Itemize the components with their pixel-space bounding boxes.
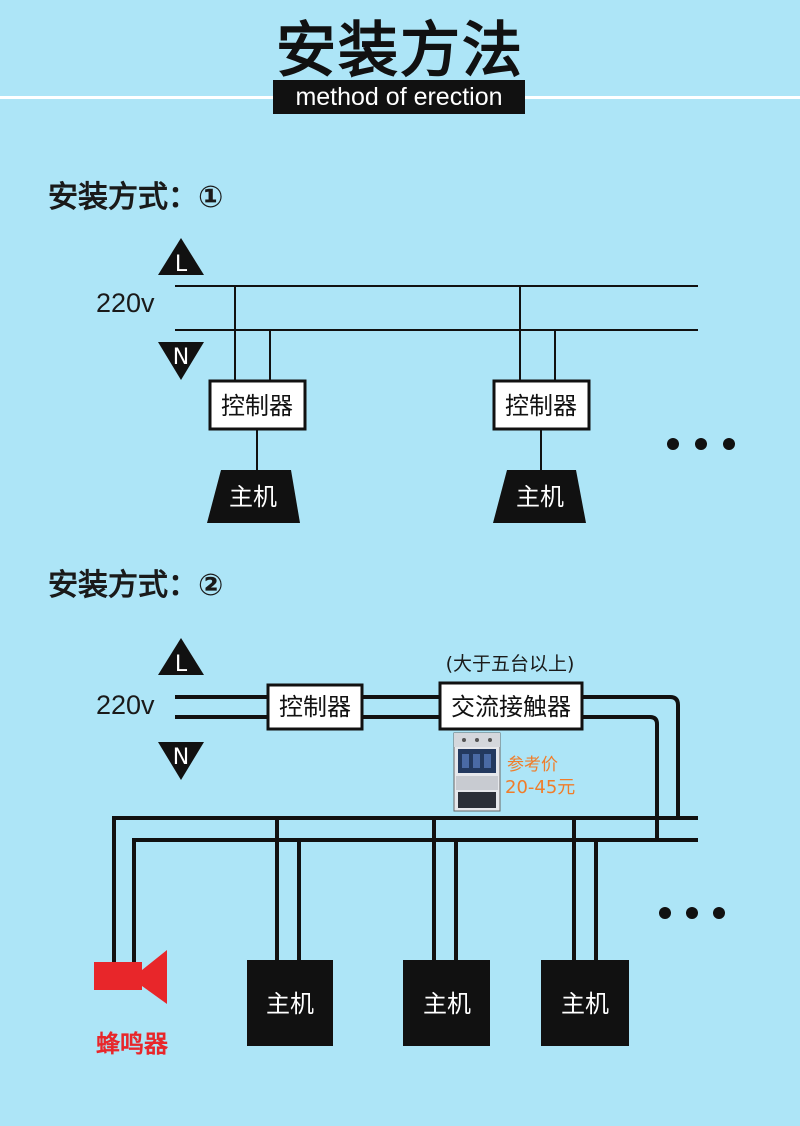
neutral-line-letter: N bbox=[173, 345, 189, 370]
page-title: 安装方法 bbox=[276, 16, 524, 86]
method-1-heading: 安装方式：① bbox=[48, 180, 224, 215]
host-label: 主机 bbox=[561, 990, 609, 1018]
method-1-diagram: L N 控制器 主机 控制器 主机 bbox=[158, 238, 735, 523]
method-1-ellipsis bbox=[667, 438, 735, 450]
contactor-output-wire bbox=[582, 695, 680, 818]
neutral-line-letter: N bbox=[173, 745, 189, 770]
method-2-ellipsis bbox=[659, 907, 725, 919]
neutral-line-marker bbox=[158, 342, 204, 380]
contactor-label: 交流接触器 bbox=[451, 693, 571, 721]
controller-label: 控制器 bbox=[279, 693, 351, 721]
controller-box bbox=[208, 379, 307, 431]
buzzer-label: 蜂鸣器 bbox=[96, 1030, 169, 1058]
host-unit bbox=[247, 960, 333, 1046]
method-2-heading: 安装方式：② bbox=[48, 568, 224, 603]
host-label: 主机 bbox=[423, 990, 471, 1018]
page-subtitle: method of erection bbox=[273, 80, 525, 114]
controller-label: 控制器 bbox=[221, 392, 293, 420]
controller-label: 控制器 bbox=[505, 392, 577, 420]
neutral-line-marker bbox=[158, 742, 204, 780]
host-unit bbox=[493, 470, 586, 523]
contactor-device-image bbox=[453, 732, 501, 812]
buzzer-icon bbox=[94, 950, 167, 1004]
host-unit bbox=[207, 470, 300, 523]
contactor-output-wire bbox=[582, 715, 659, 840]
price-label: 参考价 bbox=[507, 755, 558, 775]
host-label: 主机 bbox=[229, 483, 277, 511]
controller-box bbox=[266, 683, 364, 731]
host-unit bbox=[403, 960, 490, 1046]
live-line-marker bbox=[158, 638, 204, 675]
method-2-voltage-label: 220v bbox=[96, 690, 155, 720]
method-1-voltage-label: 220v bbox=[96, 288, 155, 318]
controller-box bbox=[492, 379, 591, 431]
host-label: 主机 bbox=[266, 990, 314, 1018]
host-unit bbox=[541, 960, 629, 1046]
price-value: 20-45元 bbox=[505, 777, 575, 798]
contactor-box bbox=[438, 681, 584, 731]
live-line-letter: L bbox=[175, 652, 188, 677]
contactor-note: (大于五台以上) bbox=[446, 653, 575, 675]
live-line-letter: L bbox=[175, 252, 188, 277]
host-label: 主机 bbox=[516, 483, 564, 511]
live-line-marker bbox=[158, 238, 204, 275]
method-2-diagram: L N 控制器 (大于五台以上) 交流接触器 bbox=[94, 638, 725, 1058]
